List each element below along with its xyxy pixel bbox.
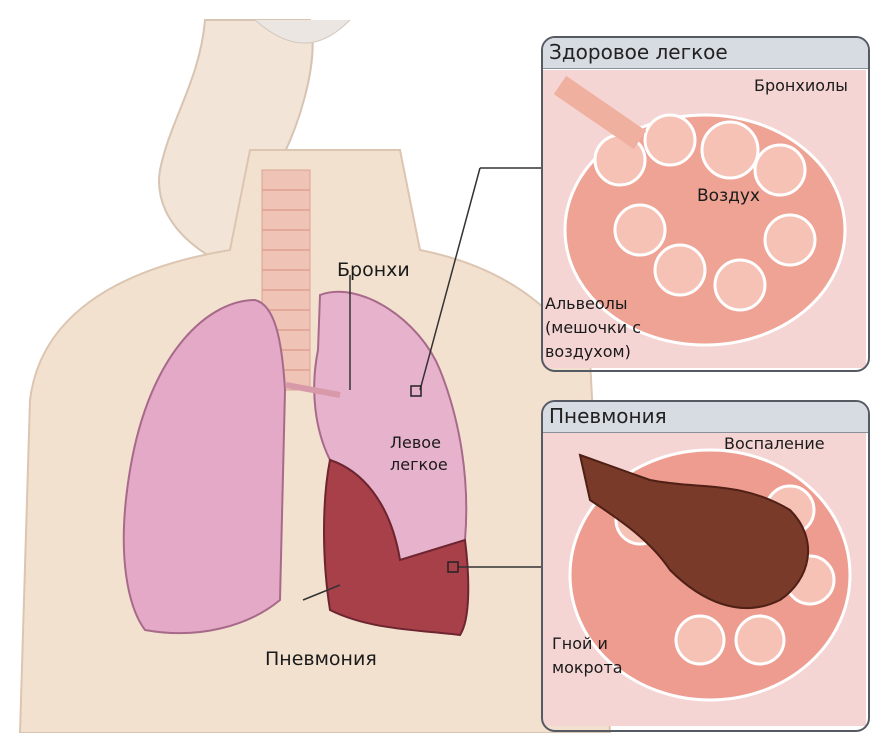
air-label: Воздух <box>697 186 760 206</box>
torso <box>20 150 610 733</box>
bronchi-label: Бронхи <box>337 259 410 281</box>
left-lung-label: Левое легкое <box>390 432 448 476</box>
inflammation-label: Воспаление <box>724 434 825 453</box>
bronchioles-label: Бронхиолы <box>754 76 848 95</box>
pus-label: Гной и мокрота <box>552 632 623 680</box>
pneumonia-panel-title: Пневмония <box>549 404 667 428</box>
alveoli-label: Альвеолы (мешочки с воздухом) <box>545 292 641 364</box>
healthy-panel-title: Здоровое легкое <box>549 40 728 64</box>
pneumonia-panel-header: Пневмония <box>543 402 868 433</box>
pneumonia-label: Пневмония <box>265 648 377 670</box>
healthy-panel-header: Здоровое легкое <box>543 38 868 69</box>
